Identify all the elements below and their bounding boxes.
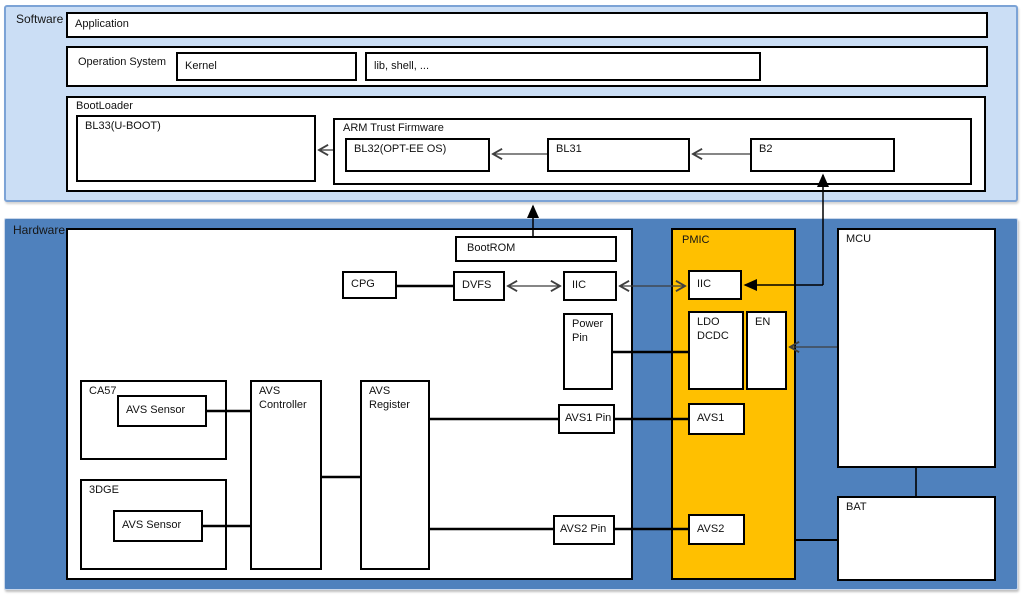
pmic-avs1-box: AVS1 (688, 403, 745, 435)
pmic-avs2-box: AVS2 (688, 514, 745, 545)
dvfs-box: DVFS (453, 271, 505, 301)
hardware-section-label: Hardware (13, 223, 66, 237)
pmic-iic-box: IIC (688, 270, 742, 300)
mcu-box: MCU (837, 228, 996, 468)
application-box: Application (66, 12, 988, 38)
en-box: EN (746, 311, 787, 390)
iic-hw-box: IIC (563, 271, 617, 301)
kernel-box: Kernel (176, 52, 357, 81)
lib-shell-box: lib, shell, ... (365, 52, 761, 81)
bl31-box: BL31 (547, 138, 690, 172)
avs-controller-box: AVS Controller (250, 380, 322, 570)
avs-register-box: AVS Register (360, 380, 430, 570)
power-pin-box: Power Pin (563, 313, 613, 390)
avs1-pin-box: AVS1 Pin (558, 404, 615, 434)
avs2-pin-box: AVS2 Pin (553, 515, 615, 545)
software-section-label: Software (16, 12, 64, 26)
bat-box: BAT (837, 496, 996, 581)
ldo-dcdc-box: LDO DCDC (688, 311, 744, 390)
bootrom-box: BootROM (455, 236, 617, 262)
ca57-avs-sensor-box: AVS Sensor (117, 395, 207, 427)
cpg-box: CPG (342, 271, 397, 299)
pmic-label: PMIC (682, 234, 710, 246)
bl32-box: BL32(OPT-EE OS) (345, 138, 490, 172)
bl33-box: BL33(U-BOOT) (76, 115, 316, 182)
threedge-avs-sensor-box: AVS Sensor (113, 510, 203, 542)
b2-box: B2 (750, 138, 895, 172)
